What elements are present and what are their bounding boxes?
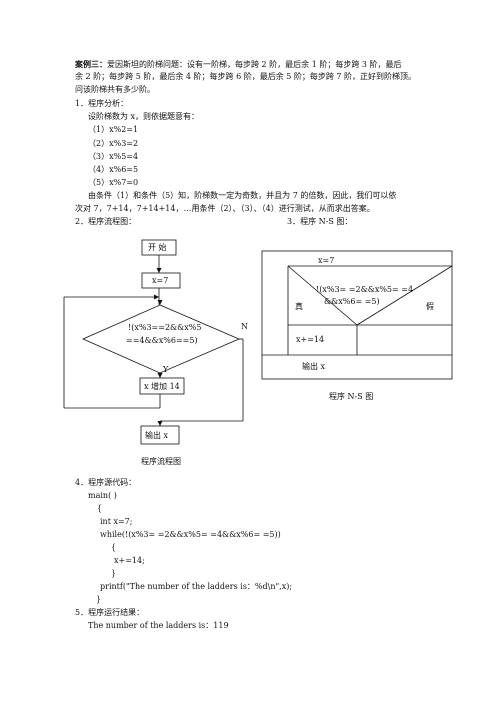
problem-statement-line-2: 余 2 阶；每步跨 5 阶，最后余 4 阶；每步跨 6 阶，最后余 5 阶；每步… xyxy=(75,72,417,81)
code-line: { xyxy=(111,543,117,552)
problem-statement-line-1: 案例三：爱因斯坦的阶梯问题：设有一阶梯，每步跨 2 阶，最后余 1 阶；每步跨 … xyxy=(75,59,402,70)
code-line: main( ) xyxy=(88,491,117,500)
code-line: int x=7; xyxy=(100,517,133,526)
code-line: printf("The number of the ladders is：%d\… xyxy=(100,582,293,591)
flowchart-heading: 2．程序流程图： xyxy=(75,217,137,226)
condition-3: （3）x%5=4 xyxy=(88,152,139,161)
code-line: x+=14; xyxy=(114,556,145,565)
flow-start-label: 开 始 xyxy=(148,243,167,252)
analysis-lead: 设阶梯数为 x，则依据题意有： xyxy=(88,112,200,121)
ns-body-label: x+=14 xyxy=(296,335,325,344)
flowchart-caption: 程序流程图 xyxy=(141,457,181,466)
ns-caption: 程序 N-S 图 xyxy=(329,392,374,401)
flow-init-label: x=7 xyxy=(152,276,169,285)
ns-outer-box xyxy=(261,250,453,380)
code-line: while(!(x%3= =2&&x%5= =4&&x%6= =5)) xyxy=(100,530,281,539)
ns-condition-line-2: &&x%6= =5) xyxy=(324,297,380,306)
flow-condition-line-2: ==4&&x%6==5) xyxy=(126,336,198,345)
flow-output-label: 输出 x xyxy=(145,431,169,440)
condition-2: （2）x%3=2 xyxy=(88,139,139,148)
init-box xyxy=(141,272,181,289)
ns-false-label: 假 xyxy=(426,302,434,311)
condition-4: （4）x%6=5 xyxy=(88,165,139,174)
analysis-paragraph-1: 由条件（1）和条件（5）知，阶梯数一定为奇数，并且为 7 的倍数，因此，我们可以… xyxy=(88,191,397,200)
ns-heading: 3．程序 N-S 图： xyxy=(287,217,353,226)
result-heading: 5．程序运行结果： xyxy=(75,608,145,617)
code-line: { xyxy=(97,504,103,513)
condition-5: （5）x%7=0 xyxy=(88,178,139,187)
ns-init-label: x=7 xyxy=(318,256,335,265)
condition-1: （1）x%2=1 xyxy=(88,125,139,134)
ns-true-label: 真 xyxy=(295,302,303,311)
flow-yes-label: Y xyxy=(163,365,169,374)
code-heading: 4．程序源代码： xyxy=(75,478,137,487)
code-line: } xyxy=(111,569,117,578)
flow-step-label: x 增加 14 xyxy=(144,382,180,391)
flow-no-label: N xyxy=(241,322,248,331)
ns-condition-line-1: !(x%3= =2&&x%5= =4 xyxy=(316,285,414,294)
step-box xyxy=(139,377,185,395)
analysis-paragraph-2: 次对 7，7+14，7+14+14，…用条件（2）、（3）、（4）进行测试，从而… xyxy=(75,204,375,213)
problem-statement-line-3: 问该阶梯共有多少阶。 xyxy=(75,85,155,94)
problem-text-1: 爱因斯坦的阶梯问题：设有一阶梯，每步跨 2 阶，最后余 1 阶；每步跨 3 阶，… xyxy=(107,60,402,69)
flow-condition-line-1: !(x%3==2&&x%5 xyxy=(128,323,202,332)
case-label: 案例三： xyxy=(75,59,107,69)
code-line: } xyxy=(96,595,102,604)
ns-output-label: 输出 x xyxy=(302,362,326,371)
analysis-heading: 1．程序分析： xyxy=(75,99,129,108)
result-text: The number of the ladders is：119 xyxy=(88,621,229,630)
